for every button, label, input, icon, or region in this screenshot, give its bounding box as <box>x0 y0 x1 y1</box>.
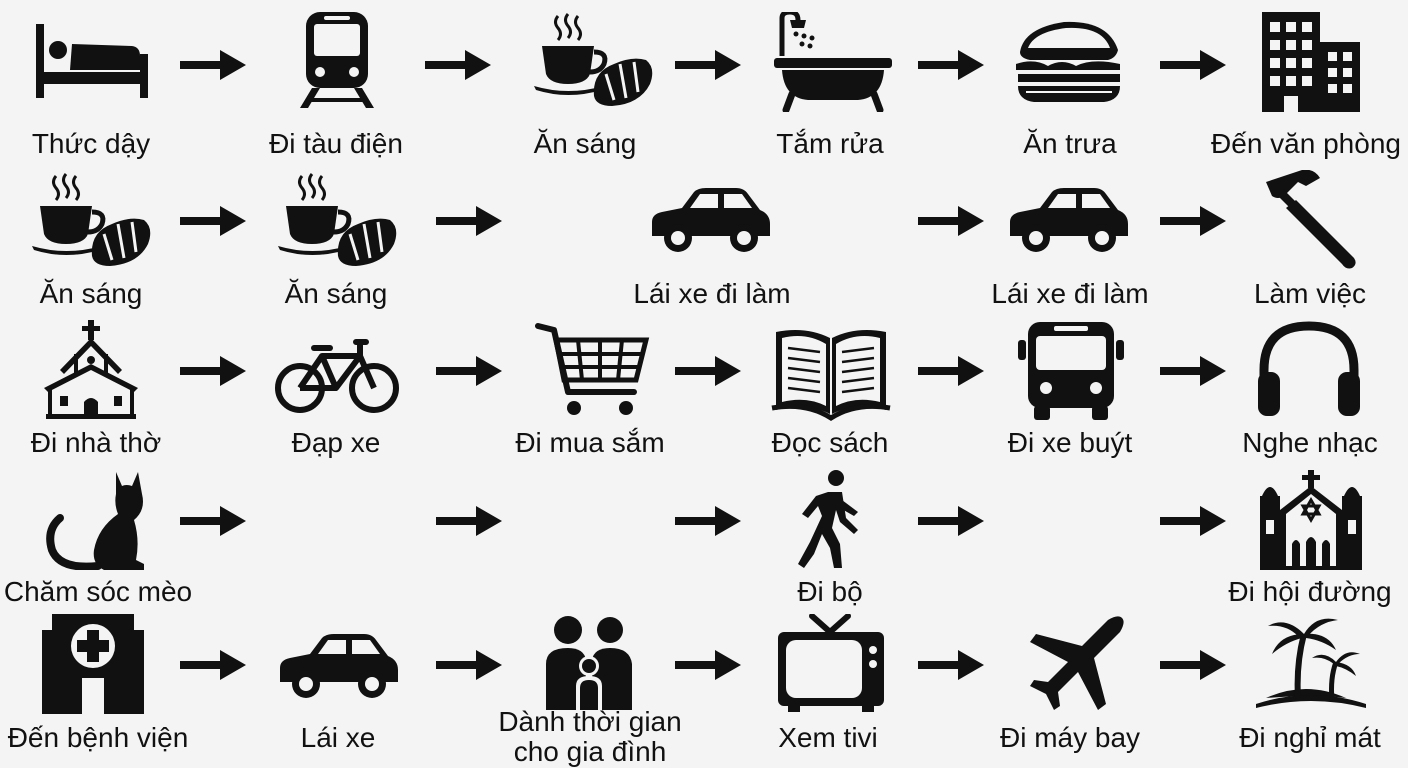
step-label-1-4: Tắm rửa <box>776 128 884 159</box>
shopping-cart-icon <box>528 322 658 422</box>
step-label-2-5: Lái xe đi làm <box>991 278 1149 309</box>
car-icon <box>274 616 404 716</box>
arrow-icon <box>918 650 984 680</box>
arrow-icon <box>425 50 491 80</box>
train-icon <box>272 10 402 110</box>
arrow-icon <box>918 506 984 536</box>
car-icon <box>1004 170 1134 270</box>
synagogue-icon <box>1246 470 1376 570</box>
arrow-icon <box>1160 506 1226 536</box>
office-building-icon <box>1244 12 1374 112</box>
step-label-5-6: Đi nghỉ mát <box>1239 722 1381 753</box>
step-label-4-1: Chăm sóc mèo <box>3 576 193 607</box>
step-label-5-3-line2: cho gia đình <box>513 736 667 767</box>
arrow-icon <box>180 50 246 80</box>
arrow-icon <box>1160 50 1226 80</box>
bus-icon <box>1006 320 1136 420</box>
step-label-2-1: Ăn sáng <box>39 278 143 309</box>
hospital-icon <box>28 614 158 714</box>
arrow-icon <box>1160 206 1226 236</box>
breakfast-icon <box>26 172 156 272</box>
step-label-2-2: Ăn sáng <box>284 278 388 309</box>
car-icon <box>646 170 776 270</box>
step-label-5-4: Xem tivi <box>778 722 878 753</box>
breakfast-icon <box>528 12 658 112</box>
headphones-icon <box>1244 320 1374 420</box>
arrow-icon <box>918 50 984 80</box>
step-label-1-2: Đi tàu điện <box>269 128 403 159</box>
book-icon <box>766 322 896 422</box>
step-label-3-6: Nghe nhạc <box>1242 427 1378 458</box>
step-label-3-3: Đi mua sắm <box>515 427 665 458</box>
arrow-icon <box>918 356 984 386</box>
step-label-5-5: Đi máy bay <box>999 722 1141 753</box>
step-label-1-1: Thức dậy <box>31 128 151 159</box>
arrow-icon <box>180 206 246 236</box>
bed-icon <box>28 10 158 110</box>
arrow-icon <box>918 206 984 236</box>
step-label-3-5: Đi xe buýt <box>1007 427 1133 458</box>
hammer-icon <box>1244 170 1374 270</box>
arrow-icon <box>1160 650 1226 680</box>
step-label-3-2: Đạp xe <box>291 427 381 458</box>
step-label-4-4: Đi bộ <box>797 576 863 607</box>
step-label-1-6: Đến văn phòng <box>1211 128 1401 159</box>
arrow-icon <box>675 650 741 680</box>
step-label-2-4: Lái xe đi làm <box>633 278 791 309</box>
bathtub-icon <box>768 12 898 112</box>
sandwich-icon <box>1004 12 1134 112</box>
airplane-icon <box>1008 614 1138 714</box>
arrow-icon <box>180 356 246 386</box>
walking-person-icon <box>766 470 896 570</box>
arrow-icon <box>436 206 502 236</box>
arrow-icon <box>180 506 246 536</box>
step-label-3-4: Đọc sách <box>771 427 889 458</box>
breakfast-icon <box>272 172 402 272</box>
arrow-icon <box>675 356 741 386</box>
step-label-5-1: Đến bệnh viện <box>7 722 189 753</box>
step-label-1-5: Ăn trưa <box>1023 128 1117 159</box>
tv-icon <box>766 614 896 714</box>
arrow-icon <box>180 650 246 680</box>
step-label-1-3: Ăn sáng <box>533 128 637 159</box>
arrow-icon <box>436 650 502 680</box>
step-label-5-2: Lái xe <box>300 722 376 753</box>
arrow-icon <box>436 356 502 386</box>
bicycle-icon <box>272 322 402 422</box>
cat-icon <box>30 470 160 570</box>
step-label-3-1: Đi nhà thờ <box>30 427 162 458</box>
family-icon <box>524 614 654 714</box>
church-icon <box>26 320 156 420</box>
arrow-icon <box>675 506 741 536</box>
arrow-icon <box>675 50 741 80</box>
arrow-icon <box>1160 356 1226 386</box>
step-label-4-6: Đi hội đường <box>1228 576 1392 607</box>
palm-tree-icon <box>1246 614 1376 714</box>
arrow-icon <box>436 506 502 536</box>
step-label-5-3: Dành thời gian <box>498 706 682 737</box>
step-label-2-6: Làm việc <box>1253 278 1367 309</box>
